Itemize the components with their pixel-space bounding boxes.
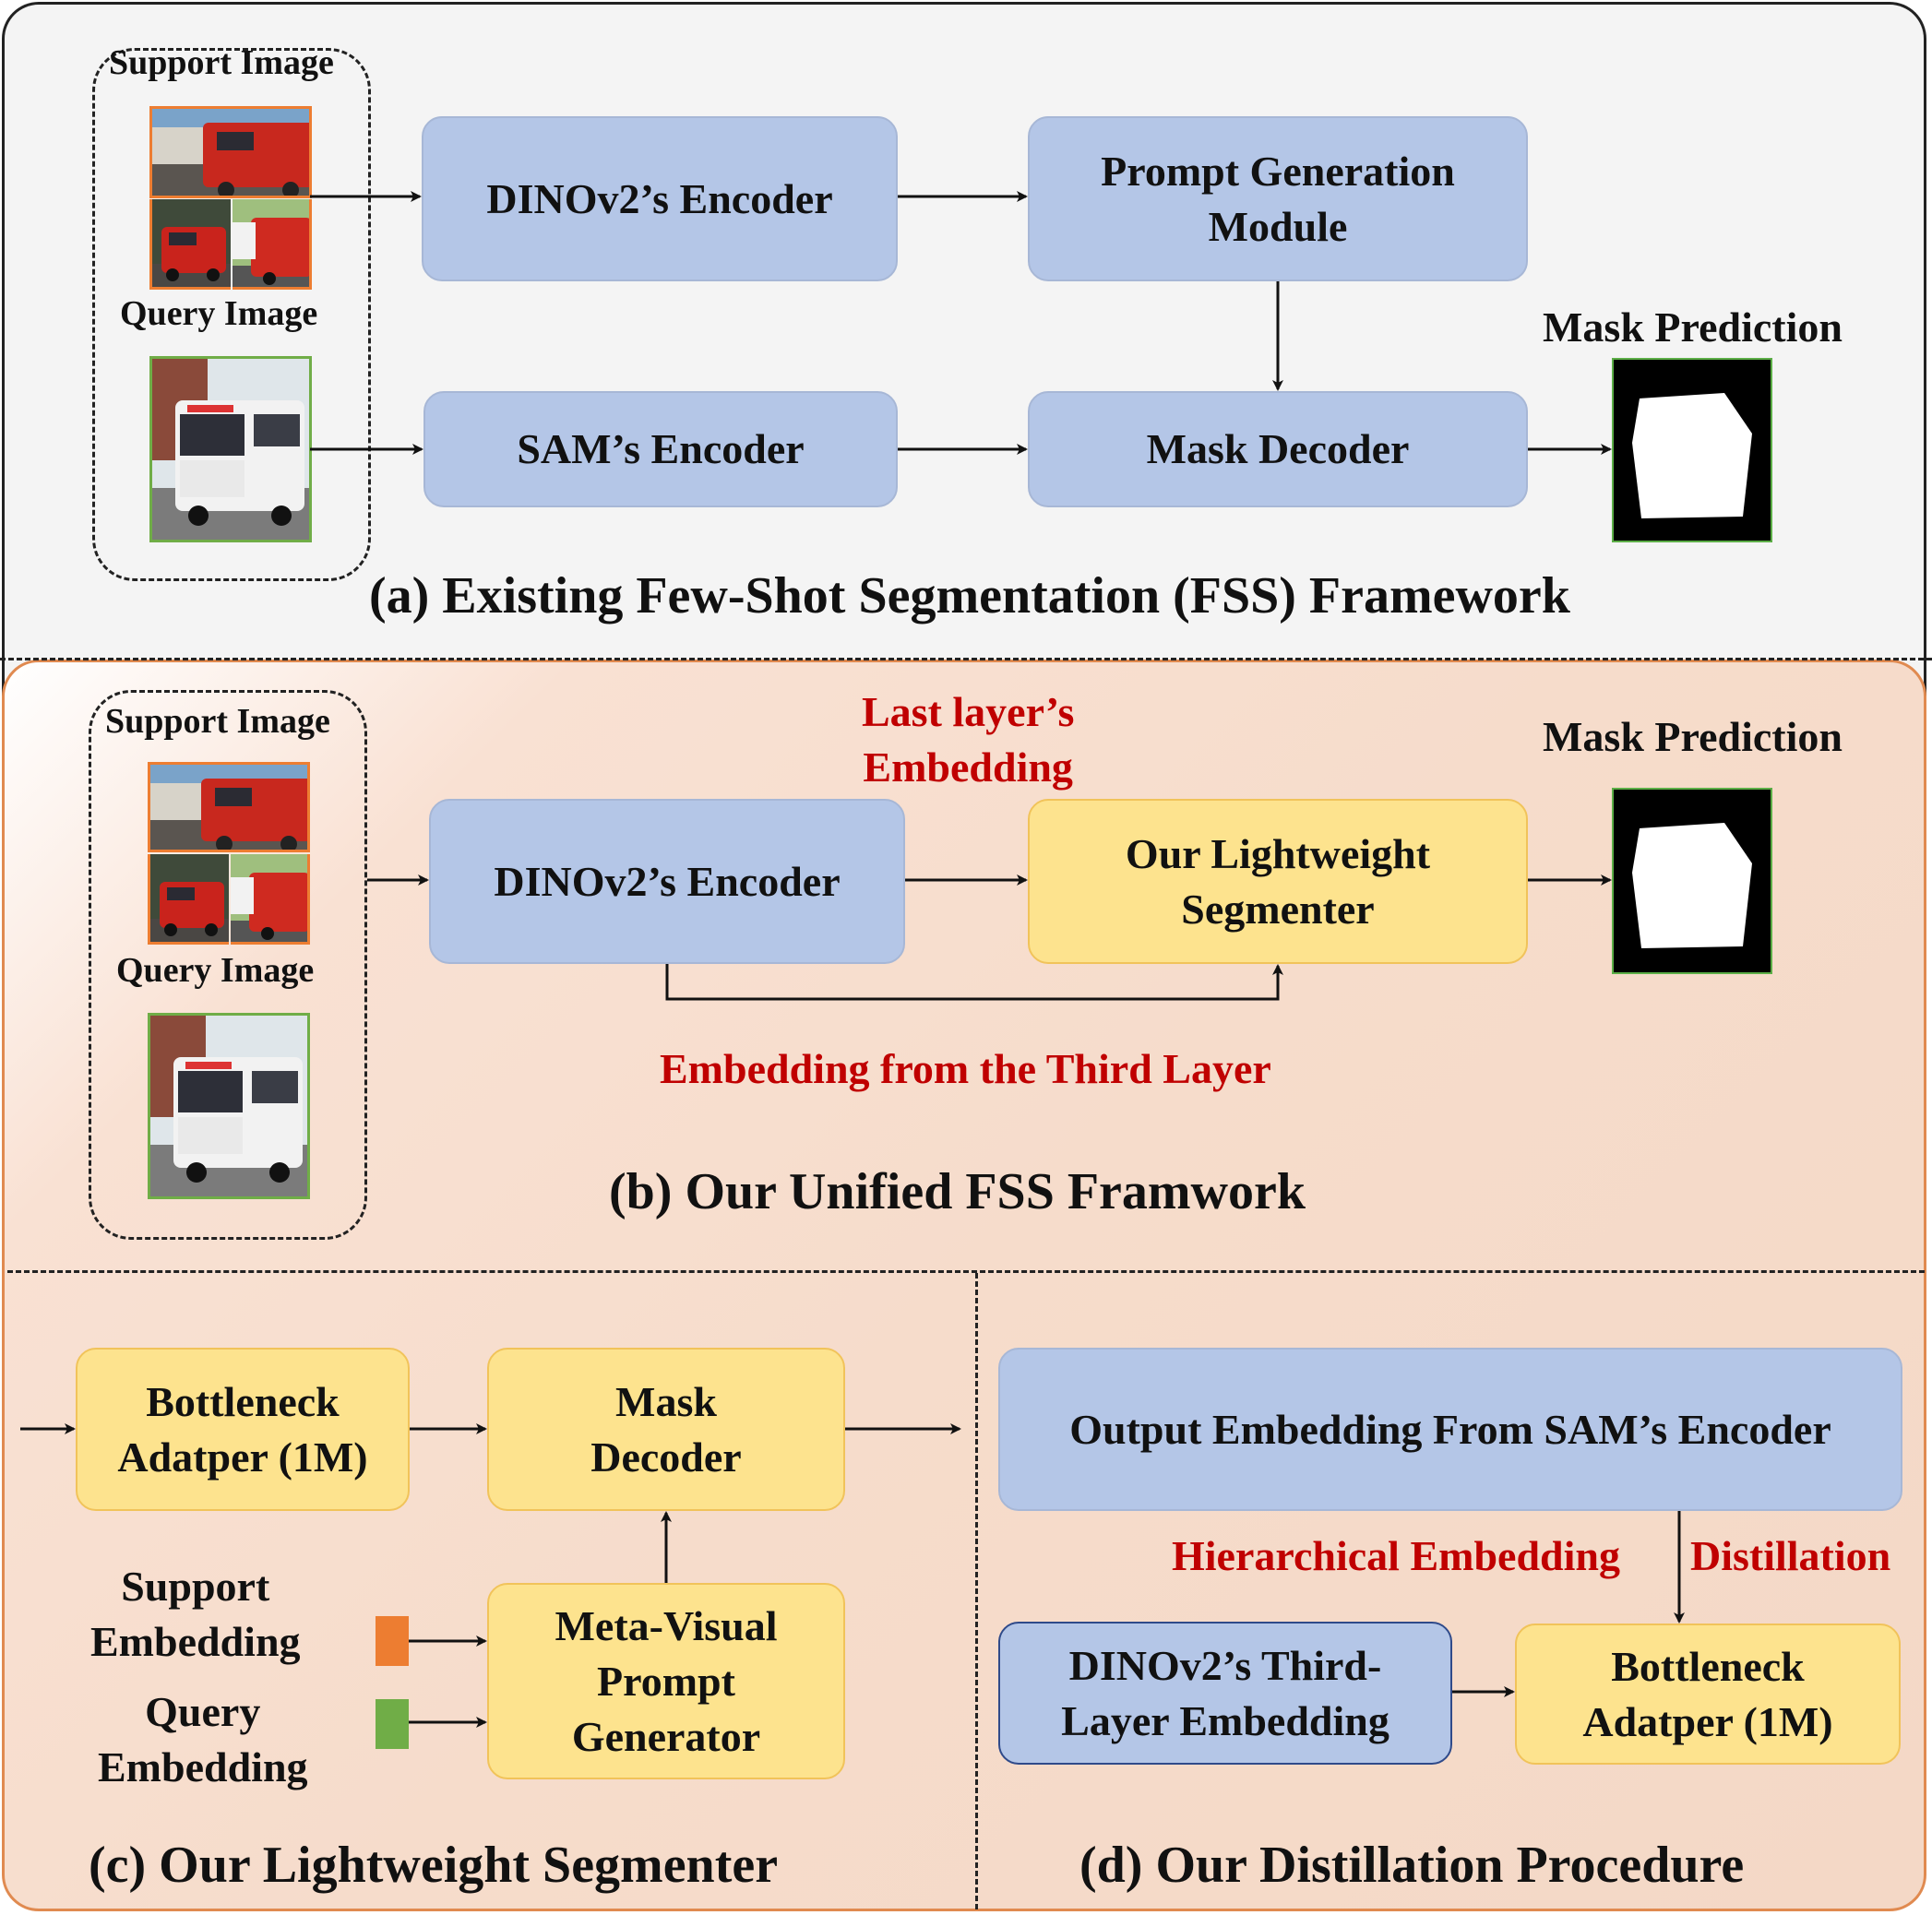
sam-encoder-box: SAM’s Encoder [423, 391, 898, 507]
mask-prediction-image-b [1612, 788, 1772, 974]
third-layer-embedding-label: Embedding from the Third Layer [660, 1045, 1271, 1092]
distillation-label: Distillation [1690, 1532, 1891, 1579]
arrow-third-layer-to-segmenter [665, 964, 1283, 1001]
query-image-label-b: Query Image [116, 951, 315, 990]
panel-cd-divider [975, 1273, 978, 1909]
support-image-1-b [148, 762, 310, 852]
support-embedding-label: Support Embedding [90, 1563, 301, 1665]
caption-d: (d) Our Distillation Procedure [1079, 1837, 1745, 1894]
mask-prediction-label-a: Mask Prediction [1543, 303, 1843, 351]
support-image-3-a [233, 199, 312, 290]
caption-c: (c) Our Lightweight Segmenter [89, 1837, 779, 1894]
input-images-group-a [92, 48, 371, 581]
input-images-group-b [89, 690, 367, 1240]
support-image-2-a [149, 199, 231, 290]
hierarchical-embedding-label: Hierarchical Embedding [1172, 1532, 1620, 1579]
last-layer-embedding-label: Last layer’s Embedding [862, 688, 1075, 791]
dinov2-third-layer-embedding-box: DINOv2’s Third-Layer Embedding [998, 1622, 1452, 1765]
support-image-label-a: Support Image [109, 43, 334, 82]
dinov2-encoder-box-a: DINOv2’s Encoder [422, 116, 898, 281]
dinov2-encoder-box-b: DINOv2’s Encoder [429, 799, 905, 964]
mask-decoder-box-a: Mask Decoder [1028, 391, 1528, 507]
mask-prediction-label-b: Mask Prediction [1543, 713, 1843, 760]
query-image-b [148, 1013, 310, 1199]
query-embedding-label: Query Embedding [98, 1688, 308, 1790]
mask-prediction-image-a [1612, 358, 1772, 542]
query-image-a [149, 356, 312, 542]
support-image-3-b [231, 854, 310, 945]
panel-b-divider [7, 1270, 1925, 1273]
query-image-label-a: Query Image [120, 294, 318, 333]
support-image-1-a [149, 106, 312, 198]
support-image-label-b: Support Image [105, 702, 330, 741]
support-embedding-swatch [376, 1616, 409, 1666]
caption-a: (a) Existing Few-Shot Segmentation (FSS)… [369, 567, 1570, 624]
sam-output-embedding-box: Output Embedding From SAM’s Encoder [998, 1348, 1902, 1511]
panel-a-background [2, 2, 1926, 721]
panel-a-divider [0, 658, 1932, 660]
caption-b: (b) Our Unified FSS Framwork [609, 1163, 1306, 1220]
support-image-2-b [148, 854, 229, 945]
query-embedding-swatch [376, 1699, 409, 1749]
